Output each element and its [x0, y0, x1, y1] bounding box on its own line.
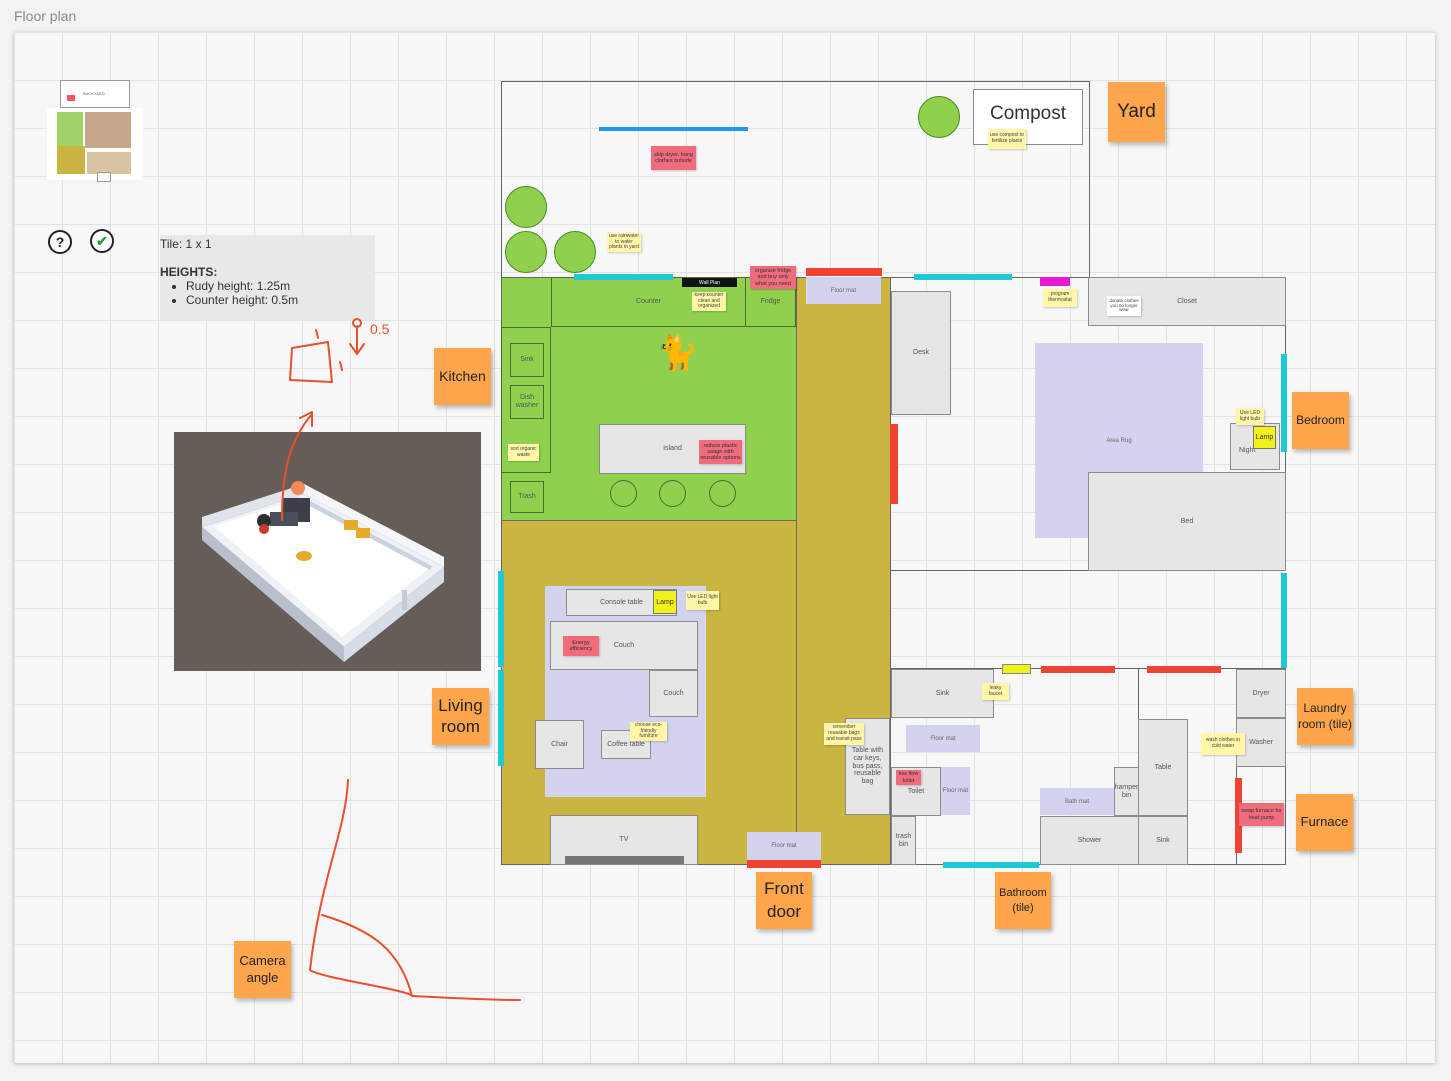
yard-bush[interactable] [505, 231, 547, 273]
laundry-door[interactable] [1147, 666, 1221, 673]
bathroom-sink[interactable]: Sink [891, 669, 994, 718]
bathroom-door[interactable] [1041, 666, 1115, 673]
hamper-bin[interactable]: hamper bin [1114, 767, 1139, 816]
cat-icon[interactable]: 🐈 [656, 334, 699, 372]
note-trash[interactable]: sort organic waste [508, 444, 539, 461]
note-skip-dryer[interactable]: skip dryer, hang clothes outside [651, 146, 696, 170]
bar-stool[interactable] [610, 480, 637, 507]
window[interactable] [914, 274, 1012, 280]
thermostat-marker[interactable] [1040, 277, 1070, 286]
couch-section[interactable]: Couch [649, 670, 698, 717]
note-furnace[interactable]: swap furnace for heat pump [1239, 803, 1284, 826]
note-door[interactable]: remember reusable bags and transit pass [824, 723, 864, 745]
front-door-sill[interactable] [747, 860, 821, 868]
note-leaky-faucet[interactable]: leaky faucet [982, 683, 1009, 700]
hall-door[interactable] [890, 424, 898, 504]
sticky-laundry[interactable]: Laundry room (tile) [1297, 688, 1353, 745]
bathroom-floor-mat[interactable]: Floor mat [906, 725, 980, 752]
tv-screen[interactable] [565, 856, 684, 864]
trash-can[interactable]: Trash [510, 481, 544, 513]
tile-size: Tile: 1 x 1 [160, 237, 212, 251]
shower[interactable]: Shower [1040, 816, 1139, 865]
yard-tree[interactable] [918, 96, 960, 138]
window[interactable] [574, 274, 673, 280]
laundry-table[interactable]: Table [1138, 719, 1188, 816]
bedroom-lamp[interactable]: Lamp [1253, 426, 1276, 449]
heights-heading: HEIGHTS: [160, 265, 218, 279]
note-led-bedroom[interactable]: Use LED light bulb [1236, 408, 1264, 425]
kitchen-island[interactable]: Island [599, 424, 746, 474]
back-door[interactable] [806, 268, 882, 276]
note-counter[interactable]: keep counter clean and organized [692, 292, 726, 311]
sticky-bathroom[interactable]: Bathroom (tile) [995, 872, 1051, 929]
counter-height: Counter height: 0.5m [186, 293, 375, 307]
note-yard[interactable]: use rainwater to water plants in yard [607, 232, 641, 252]
dishwasher[interactable]: Dish washer [510, 385, 544, 419]
rudy-height: Rudy height: 1.25m [186, 279, 375, 293]
closet[interactable]: Closet [1088, 277, 1286, 326]
note-fridge[interactable]: organize fridge and buy only what you ne… [750, 266, 796, 289]
note-reduce-plastic[interactable]: reduce plastic usage with reusable optio… [699, 440, 742, 464]
window[interactable] [943, 862, 1039, 868]
3d-preview-image[interactable] [174, 432, 481, 671]
window[interactable] [1281, 354, 1287, 452]
living-lamp[interactable]: Lamp [653, 590, 677, 614]
note-thermostat[interactable]: program thermostat [1043, 289, 1077, 307]
sticky-front-door[interactable]: Front door [756, 872, 812, 929]
check-icon[interactable]: ✔ [90, 229, 114, 253]
half-meter-label: 0.5 [370, 321, 390, 337]
note-led-living[interactable]: Use LED light bulb [686, 591, 719, 610]
frame-title[interactable]: Floor plan [14, 8, 77, 24]
window[interactable] [1281, 573, 1287, 668]
bath-mat[interactable]: Bath mat [1040, 788, 1114, 815]
trash-bin[interactable]: trash bin [891, 816, 916, 865]
leaky-faucet-marker[interactable] [1002, 664, 1031, 674]
thumbnail-label: BACKYARD [83, 91, 105, 96]
compost-bin[interactable]: Compost [973, 89, 1083, 145]
sticky-yard[interactable]: Yard [1108, 82, 1165, 142]
floor-mat-front-door[interactable]: Floor mat [747, 832, 821, 860]
sticky-furnace[interactable]: Furnace [1296, 794, 1353, 851]
window[interactable] [498, 571, 504, 667]
note-coffee-table[interactable]: choose eco-friendly furniture [630, 722, 667, 741]
help-icon[interactable]: ? [48, 230, 72, 254]
furnace-door[interactable] [1235, 778, 1242, 853]
chair[interactable]: Chair [535, 720, 584, 769]
floor-mat-back-door[interactable]: Floor mat [806, 277, 881, 304]
kitchen-sink[interactable]: Sink [510, 343, 544, 377]
note-closet[interactable]: donate clothes you no longer wear [1107, 296, 1141, 316]
sticky-bedroom[interactable]: Bedroom [1292, 392, 1349, 449]
window[interactable] [498, 670, 504, 766]
bar-stool[interactable] [709, 480, 736, 507]
wall-plan-label[interactable]: Wall Plan [682, 278, 737, 287]
floorplan-thumbnail[interactable]: BACKYARD [47, 80, 143, 182]
laundry-sink[interactable]: Sink [1138, 816, 1188, 865]
sticky-kitchen[interactable]: Kitchen [434, 348, 491, 405]
tile-info-box[interactable]: Tile: 1 x 1 HEIGHTS: Rudy height: 1.25m … [160, 235, 375, 320]
yard-bush[interactable] [554, 231, 596, 273]
sticky-living-room[interactable]: Living room [432, 688, 489, 745]
sticky-camera-angle[interactable]: Camera angle [234, 941, 291, 998]
note-low-flow[interactable]: low flow toilet [896, 770, 921, 785]
yard-bush[interactable] [505, 186, 547, 228]
toilet-floor-mat[interactable]: Floor mat [941, 767, 970, 815]
note-wash-cold[interactable]: wash clothes in cold water [1201, 733, 1245, 755]
desk[interactable]: Desk [891, 291, 951, 415]
note-energy-efficiency[interactable]: Energy efficiency [563, 636, 599, 656]
clothesline[interactable] [599, 127, 748, 131]
note-compost[interactable]: use compost to fertilize plants [988, 129, 1026, 149]
dryer[interactable]: Dryer [1236, 669, 1286, 718]
bed[interactable]: Bed [1088, 472, 1286, 571]
bar-stool[interactable] [659, 480, 686, 507]
